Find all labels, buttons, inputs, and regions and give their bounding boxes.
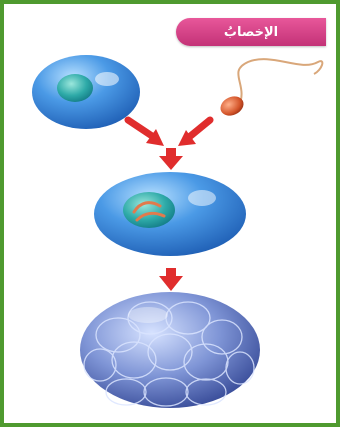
egg-cell xyxy=(32,55,140,129)
embryo-morula xyxy=(80,292,260,408)
sperm-cell xyxy=(217,59,322,119)
zygote-cell xyxy=(94,172,246,256)
arrow-from-sperm xyxy=(178,120,210,146)
arrow-from-egg xyxy=(128,120,164,146)
arrow-down-to-zygote xyxy=(159,148,183,170)
arrow-down-to-embryo xyxy=(159,268,183,291)
